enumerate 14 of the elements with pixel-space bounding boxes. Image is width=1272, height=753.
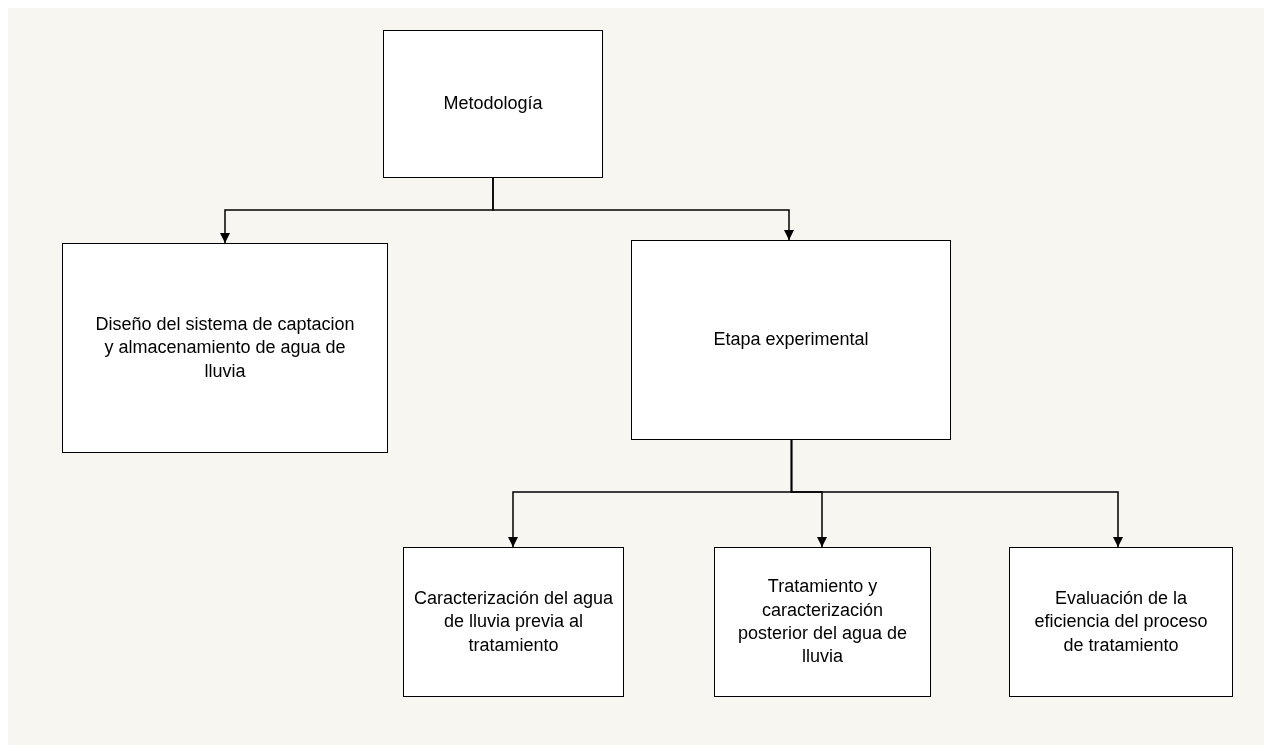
box-label: Diseño del sistema de captacion y almacenamiento de agua de lluvia	[94, 312, 356, 383]
arrow	[790, 439, 1123, 548]
box-label: Caracterización del agua de lluvia previa al tratamiento	[412, 586, 615, 657]
box-label: Etapa experimental	[713, 328, 869, 352]
process-box	[631, 240, 951, 440]
process-box	[403, 547, 624, 697]
process-box	[714, 547, 931, 697]
box-label: Tratamiento y caracterización posterior del agua de lluvia	[736, 575, 909, 669]
process-box	[1009, 547, 1233, 697]
process-box	[383, 30, 603, 178]
box-label: Evaluación de la eficiencia del proceso de tratamiento	[1033, 586, 1209, 657]
arrow	[492, 177, 794, 241]
box-label: Metodología	[443, 92, 543, 116]
process-box	[62, 243, 388, 453]
